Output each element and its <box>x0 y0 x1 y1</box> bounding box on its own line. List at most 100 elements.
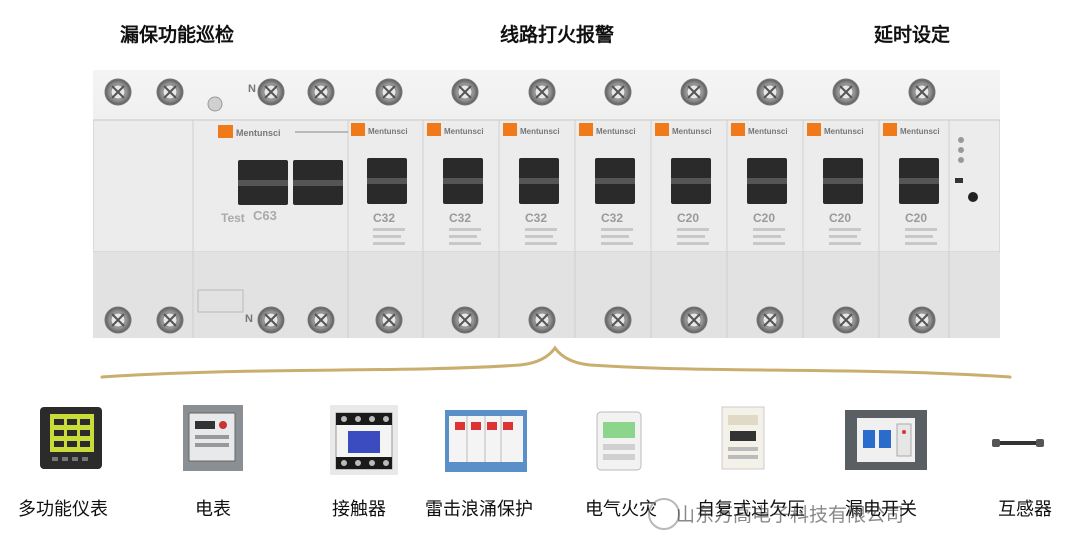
peripheral-label-rcd-switch: 漏电开关 <box>845 499 917 520</box>
breaker-spec-line <box>905 228 937 231</box>
terminal-screw <box>451 78 479 106</box>
breaker-spec-line <box>829 235 857 238</box>
peripheral-label-transformer: 互感器 <box>998 499 1052 520</box>
terminal-screw <box>680 78 708 106</box>
peripheral-label-multifunction-meter: 多功能仪表 <box>18 499 108 520</box>
breaker-orange-tab <box>731 123 745 136</box>
test-button-label[interactable]: Test <box>221 211 245 225</box>
terminal-screw <box>104 78 132 106</box>
indicator-light <box>207 96 223 112</box>
breaker-brand: Mentunsci <box>444 127 484 136</box>
delay-set-button[interactable] <box>968 192 978 202</box>
breaker-brand: Mentunsci <box>596 127 636 136</box>
breaker-handle-groove <box>595 178 635 184</box>
wechat-logo-icon <box>648 498 680 530</box>
breaker-spec-line <box>449 242 481 245</box>
breaker-spec-line <box>601 235 629 238</box>
control-module <box>955 137 978 202</box>
terminal-screw <box>307 78 335 106</box>
breaker-spec-line <box>449 235 477 238</box>
breaker-brand: Mentunsci <box>368 127 408 136</box>
main-breaker-tab <box>218 125 233 138</box>
peripheral-label-surge-protection: 雷击浪涌保护 <box>425 499 533 520</box>
header-arc-alarm: 线路打火报警 <box>500 24 615 46</box>
breaker-spec-line <box>525 242 557 245</box>
current-transformer-icon <box>992 439 1044 447</box>
terminal-screw <box>756 306 784 334</box>
breaker-handle-groove <box>443 178 483 184</box>
breaker-spec-line <box>753 228 785 231</box>
terminal-screw <box>156 306 184 334</box>
neutral-mark-top: N <box>248 83 256 95</box>
breaker-handle-groove <box>823 178 863 184</box>
terminal-screw <box>528 78 556 106</box>
breaker-orange-tab <box>579 123 593 136</box>
breaker-spec-line <box>601 228 633 231</box>
breaker-spec-line <box>373 242 405 245</box>
breaker-orange-tab <box>883 123 897 136</box>
breaker-rating: C20 <box>753 211 775 225</box>
connection-brace <box>100 345 1012 379</box>
breaker-orange-tab <box>503 123 517 136</box>
breaker-handle-groove <box>671 178 711 184</box>
electric-meter-icon <box>183 405 243 471</box>
rcd-diagram-symbol <box>197 289 244 313</box>
breaker-rating: C32 <box>373 211 395 225</box>
terminal-screw <box>832 306 860 334</box>
brace-curve <box>100 345 1012 379</box>
breaker-brand: Mentunsci <box>824 127 864 136</box>
status-led-1 <box>958 137 964 143</box>
breaker-spec-line <box>677 228 709 231</box>
breaker-handle-groove <box>899 178 939 184</box>
breaker-spec-line <box>373 228 405 231</box>
breaker-spec-line <box>525 228 557 231</box>
breaker-handle-groove <box>519 178 559 184</box>
terminal-screw <box>156 78 184 106</box>
breaker-spec-line <box>677 235 705 238</box>
breaker-spec-line <box>829 242 861 245</box>
terminal-screw <box>307 306 335 334</box>
peripheral-label-contactor: 接触器 <box>332 499 386 520</box>
breaker-orange-tab <box>807 123 821 136</box>
breaker-spec-line <box>601 242 633 245</box>
breaker-rating: C20 <box>905 211 927 225</box>
breaker-rating: C20 <box>829 211 851 225</box>
breaker-spec-line <box>829 228 861 231</box>
breaker-spec-line <box>373 235 401 238</box>
delay-switch[interactable] <box>955 178 963 183</box>
terminal-screw <box>756 78 784 106</box>
breaker-orange-tab <box>351 123 365 136</box>
terminal-screw <box>528 306 556 334</box>
main-breaker: Mentunsci N N Test C63 <box>197 83 348 325</box>
breaker-handle-groove <box>367 178 407 184</box>
fire-monitor-icon <box>596 411 642 471</box>
multifunction-meter-icon <box>40 407 102 469</box>
breaker-spec-line <box>525 235 553 238</box>
peripheral-label-voltage-protector: 自复式过欠压 <box>697 499 805 520</box>
neutral-mark-bottom: N <box>245 313 253 325</box>
breaker-brand: Mentunsci <box>520 127 560 136</box>
breaker-spec-line <box>905 235 933 238</box>
breaker-rating: C32 <box>449 211 471 225</box>
terminal-screw <box>680 306 708 334</box>
breaker-rating: C32 <box>525 211 547 225</box>
breaker-rating: C32 <box>601 211 623 225</box>
terminal-screw <box>375 306 403 334</box>
terminal-screw <box>604 306 632 334</box>
breaker-brand: Mentunsci <box>672 127 712 136</box>
terminal-screw <box>908 306 936 334</box>
breaker-spec-line <box>677 242 709 245</box>
header-delay-setting: 延时设定 <box>874 24 951 46</box>
peripheral-label-electrical-fire: 电气火灾 <box>585 499 657 520</box>
smart-breaker-device: MentunsciC32MentunsciC32MentunsciC32Ment… <box>93 70 1000 338</box>
breaker-brand: Mentunsci <box>748 127 788 136</box>
header-leak-inspection: 漏保功能巡检 <box>120 24 235 46</box>
main-handle-left-groove <box>238 180 288 186</box>
